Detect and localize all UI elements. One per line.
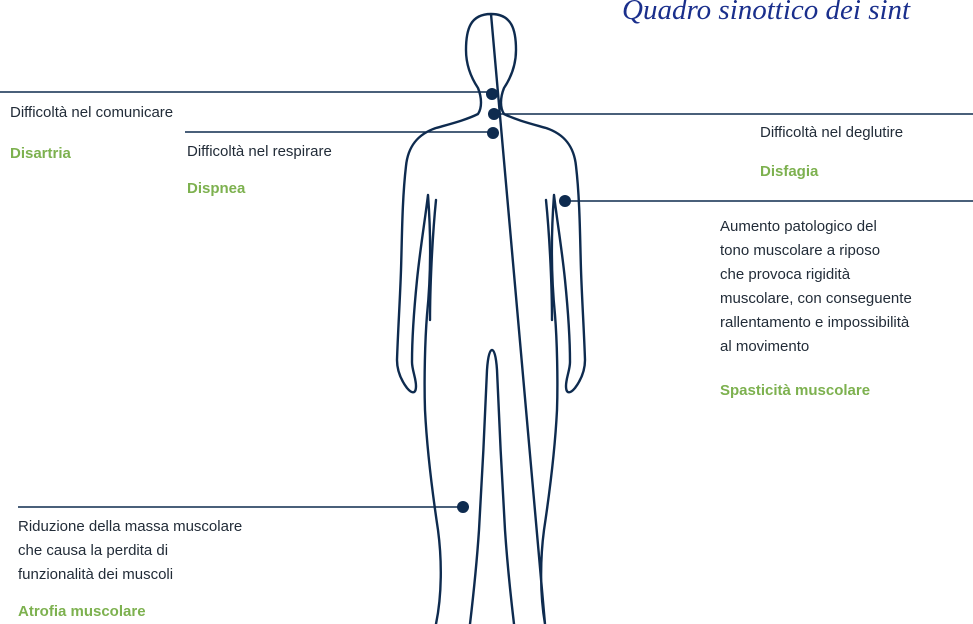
body-outline xyxy=(397,14,585,624)
spasticita-description-line: muscolare, con conseguente xyxy=(720,287,912,311)
atrofia-description-line: funzionalità dei muscoli xyxy=(18,563,242,587)
spasticita-description-line: Aumento patologico del xyxy=(720,215,912,239)
disartria-description: Difficoltà nel comunicare xyxy=(10,101,173,125)
marker-disfagia xyxy=(488,108,500,120)
right-arm-inner xyxy=(546,200,552,320)
disartria-term: Disartria xyxy=(10,145,71,162)
diagram-title: Quadro sinottico dei sint xyxy=(622,0,910,27)
atrofia-term: Atrofia muscolare xyxy=(18,603,146,620)
marker-dispnea xyxy=(487,127,499,139)
marker-spasticita xyxy=(559,195,571,207)
marker-disartria xyxy=(486,88,498,100)
left-arm-inner xyxy=(430,200,436,320)
atrofia-description: Riduzione della massa muscolare che caus… xyxy=(18,515,242,587)
atrofia-description-line: che causa la perdita di xyxy=(18,539,242,563)
disfagia-description: Difficoltà nel deglutire xyxy=(760,121,903,145)
dispnea-term: Dispnea xyxy=(187,180,245,197)
disfagia-term: Disfagia xyxy=(760,163,818,180)
spasticita-description-line: tono muscolare a riposo xyxy=(720,239,912,263)
spasticita-description-line: che provoca rigidità xyxy=(720,263,912,287)
marker-atrofia xyxy=(457,501,469,513)
spasticita-description: Aumento patologico del tono muscolare a … xyxy=(720,215,912,359)
spasticita-description-line: rallentamento e impossibilità xyxy=(720,311,912,335)
dispnea-description: Difficoltà nel respirare xyxy=(187,140,332,164)
spasticita-description-line: al movimento xyxy=(720,335,912,359)
spasticita-term: Spasticità muscolare xyxy=(720,382,870,399)
atrofia-description-line: Riduzione della massa muscolare xyxy=(18,515,242,539)
